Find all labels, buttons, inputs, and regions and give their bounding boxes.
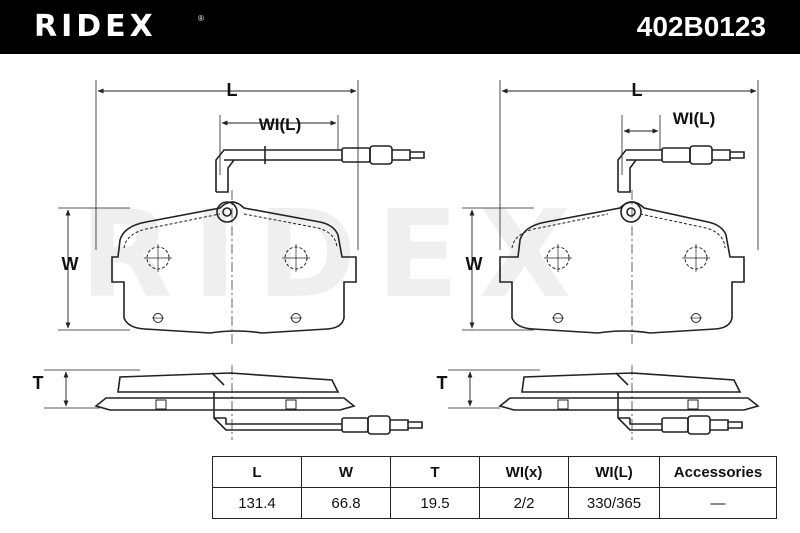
specs-value-l: 131.4	[212, 487, 302, 519]
right-wi-label: WI(L)	[673, 109, 715, 128]
brake-pad-technical-drawing: L WI(L) W T L WI(L) W T	[33, 80, 760, 440]
part-number: 402B0123	[636, 11, 766, 42]
left-length-label: L	[227, 80, 238, 100]
right-pad-view	[448, 80, 760, 440]
specs-table: L W T WI(x) WI(L) Accessories 131.4 66.8…	[212, 456, 777, 519]
brand-watermark: RIDEX	[80, 186, 592, 325]
right-width-label: W	[466, 254, 483, 274]
specs-value-w: 66.8	[301, 487, 391, 519]
brand-logo: RIDEX	[34, 9, 157, 44]
right-length-label: L	[632, 80, 643, 100]
specs-header-w: W	[301, 456, 391, 488]
specs-header-row: L W T WI(x) WI(L) Accessories	[212, 456, 777, 488]
right-thickness-label: T	[437, 373, 448, 393]
specs-value-row: 131.4 66.8 19.5 2/2 330/365 —	[212, 487, 777, 519]
left-pad-view	[44, 80, 425, 440]
specs-header-l: L	[212, 456, 302, 488]
specs-value-wi-l: 330/365	[568, 487, 660, 519]
specs-header-t: T	[390, 456, 480, 488]
specs-header-wi-l: WI(L)	[568, 456, 660, 488]
specs-value-accessories: —	[659, 487, 777, 519]
specs-header-wi-x: WI(x)	[479, 456, 569, 488]
left-width-label: W	[62, 254, 79, 274]
registered-mark: ®	[198, 14, 204, 23]
left-thickness-label: T	[33, 373, 44, 393]
left-wi-label: WI(L)	[259, 115, 301, 134]
header-bar: RIDEX ® 402B0123	[0, 0, 800, 54]
specs-value-wi-x: 2/2	[479, 487, 569, 519]
specs-header-accessories: Accessories	[659, 456, 777, 488]
specs-value-t: 19.5	[390, 487, 480, 519]
